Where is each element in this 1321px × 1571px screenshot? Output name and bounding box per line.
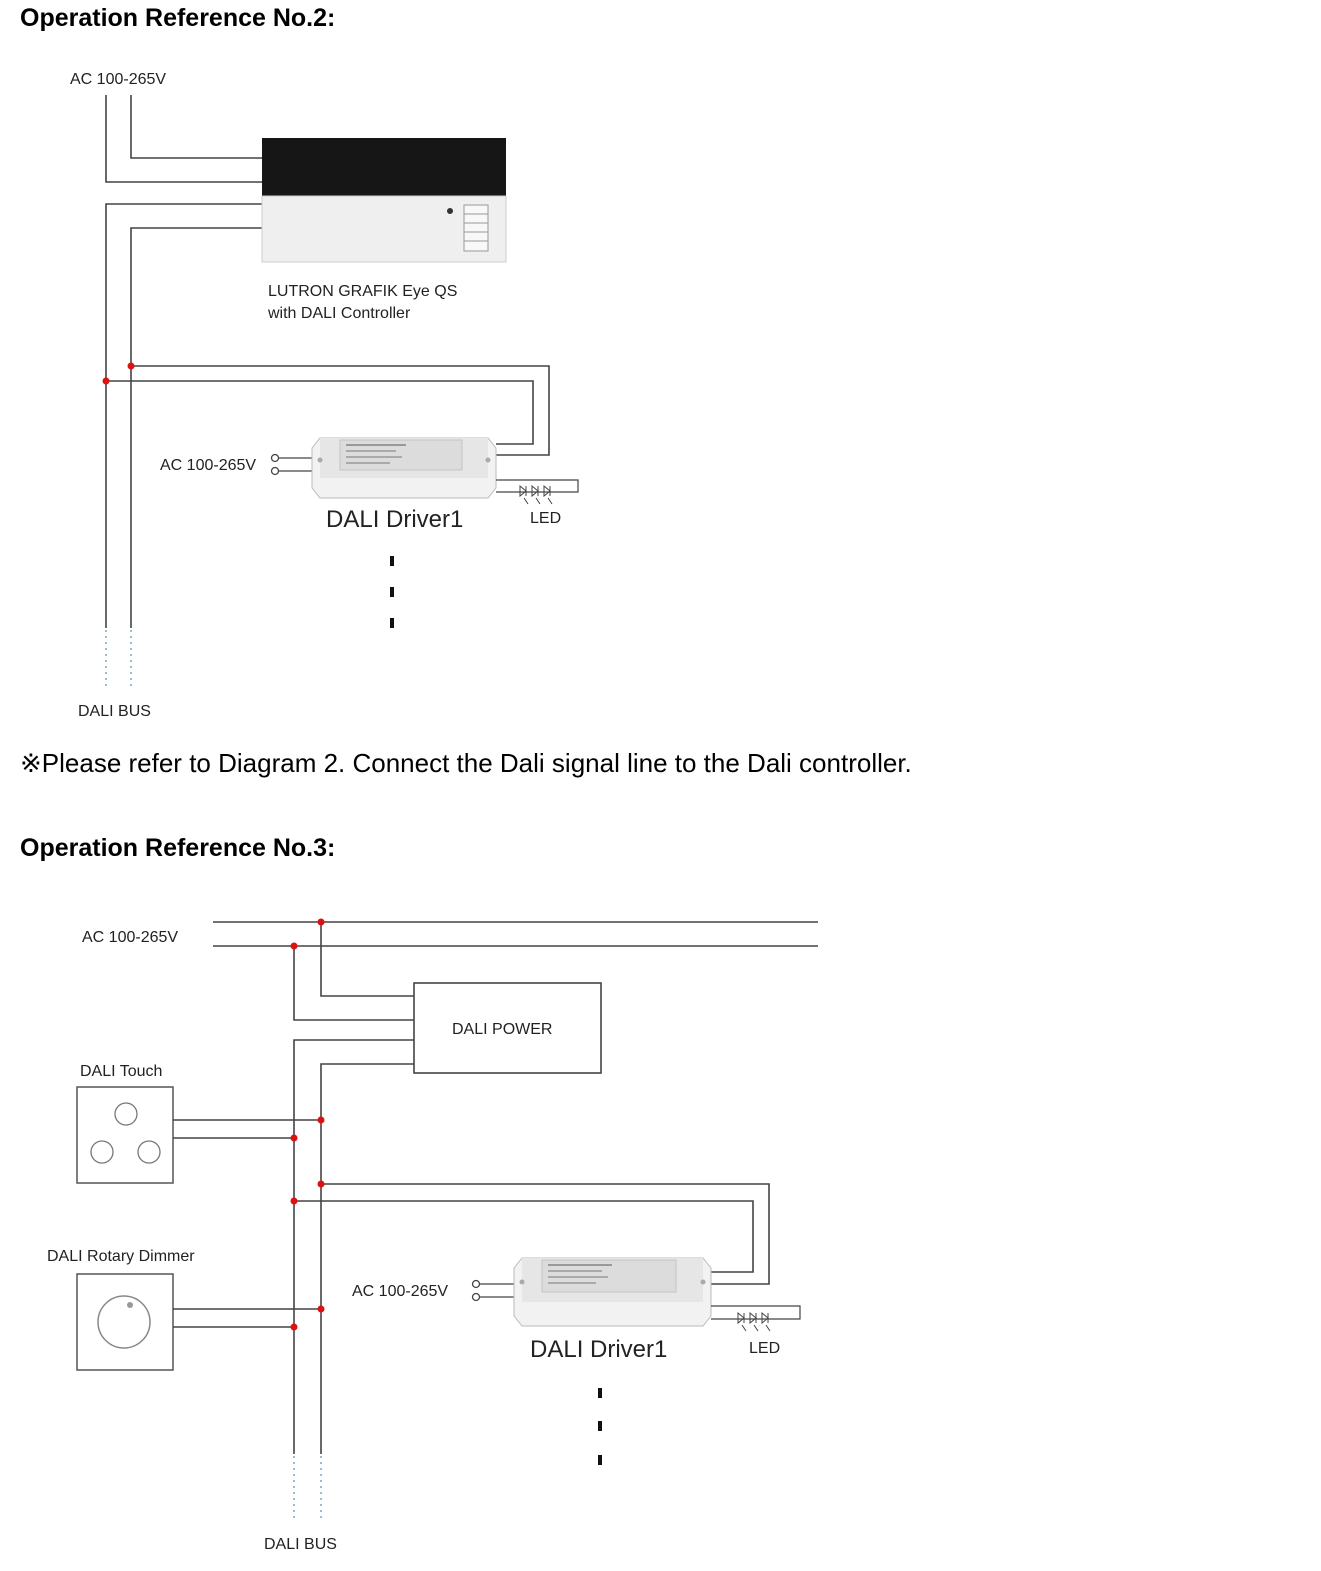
dali-bus-label-3: DALI BUS — [264, 1536, 337, 1553]
led-label-3: LED — [749, 1340, 780, 1357]
controller-label-line1: LUTRON GRAFIK Eye QS — [268, 283, 457, 300]
driver-label-3: DALI Driver1 — [530, 1336, 667, 1363]
led-icon — [519, 484, 553, 505]
driver-label: DALI Driver1 — [326, 506, 463, 533]
section2-heading: Operation Reference No.2: — [20, 4, 336, 32]
ac-supply-label: AC 100-265V — [70, 71, 166, 88]
driver-ac-label: AC 100-265V — [160, 457, 256, 474]
lutron-controller — [261, 138, 507, 263]
dali-driver-1-s3 — [513, 1257, 712, 1327]
dali-touch-label: DALI Touch — [80, 1063, 162, 1080]
diagram-note: ※Please refer to Diagram 2. Connect the … — [20, 748, 912, 778]
driver-ac-label-3: AC 100-265V — [352, 1283, 448, 1300]
led-label: LED — [530, 510, 561, 527]
dali-power-box — [413, 982, 602, 1074]
dali-touch-panel — [76, 1086, 174, 1184]
wiring-diagram-3: AC 100-265V DALI POWER DALI Touch DALI R… — [47, 918, 818, 1553]
controller-label-line2: with DALI Controller — [267, 305, 411, 322]
led-icon-3 — [737, 1311, 771, 1332]
dali-driver-1 — [311, 437, 497, 499]
ac-supply-label-3: AC 100-265V — [82, 929, 178, 946]
wiring-diagram-2: AC 100-265V LUTRON GRAFIK Eye QS with DA… — [70, 71, 579, 720]
dali-bus-label: DALI BUS — [78, 703, 151, 720]
section3-heading: Operation Reference No.3: — [20, 834, 336, 862]
dali-power-label: DALI POWER — [452, 1021, 552, 1038]
dali-rotary-dimmer — [76, 1273, 174, 1371]
dali-rotary-label: DALI Rotary Dimmer — [47, 1248, 195, 1265]
